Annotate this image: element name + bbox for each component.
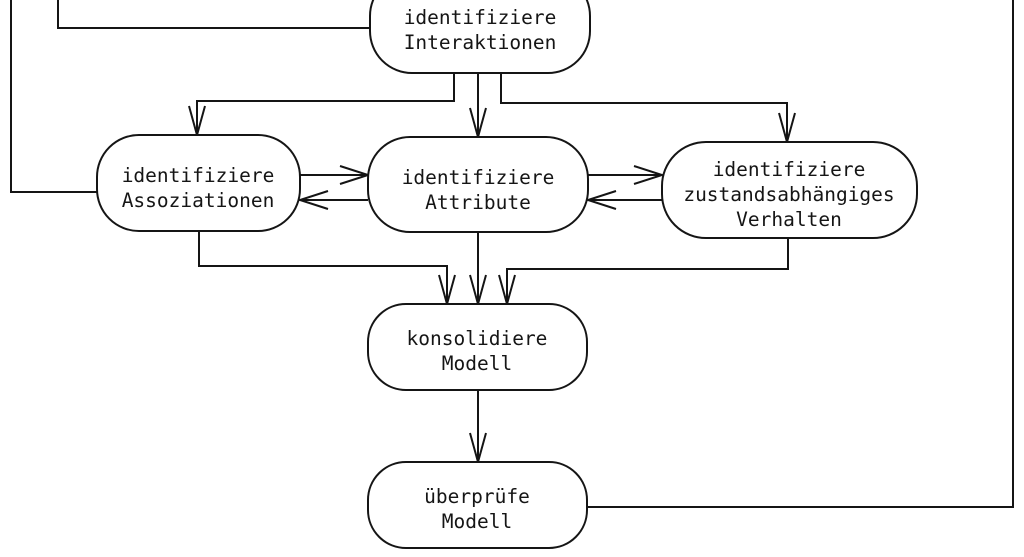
node-identifiziere-attribute-label-line2: Attribute <box>425 191 531 214</box>
edge-ueberpruefe-feedback-up <box>587 0 1014 508</box>
node-identifiziere-interaktionen-label-line1: identifiziere <box>404 6 557 29</box>
node-identifiziere-assoziationen: identifiziere Assoziationen <box>96 134 301 232</box>
edge-attribute-to-assoziationen-arrowhead <box>296 190 329 210</box>
node-identifiziere-assoziationen-label-line2: Assoziationen <box>122 189 275 212</box>
node-identifiziere-interaktionen-label-line2: Interaktionen <box>404 31 557 54</box>
node-ueberpruefe-modell-label-line1: überprüfe <box>424 485 530 508</box>
node-identifiziere-interaktionen: identifiziere Interaktionen <box>369 0 591 74</box>
edge-feedback-into-interaktionen <box>57 0 370 29</box>
nodes: identifiziere Interaktionen identifizier… <box>96 0 918 549</box>
node-identifiziere-interaktionen-shape <box>369 0 591 74</box>
node-identifiziere-zustandsabhaengiges-verhalten-label-line2: zustandsabhängiges <box>683 183 894 206</box>
node-identifiziere-assoziationen-label-line1: identifiziere <box>122 164 275 187</box>
node-ueberpruefe-modell-label-line2: Modell <box>442 510 512 533</box>
node-identifiziere-attribute-shape <box>367 136 589 233</box>
node-konsolidiere-modell-label-line2: Modell <box>442 352 512 375</box>
edge-assoziationen-to-konsolidiere <box>198 231 448 304</box>
node-konsolidiere-modell-label-line1: konsolidiere <box>407 327 548 350</box>
edge-verhalten-to-konsolidiere <box>506 238 789 304</box>
node-ueberpruefe-modell-shape <box>367 461 588 549</box>
node-ueberpruefe-modell: überprüfe Modell <box>367 461 588 549</box>
node-identifiziere-zustandsabhaengiges-verhalten-label-line1: identifiziere <box>713 158 866 181</box>
node-identifiziere-zustandsabhaengiges-verhalten: identifiziere zustandsabhängiges Verhalt… <box>661 141 918 239</box>
node-identifiziere-zustandsabhaengiges-verhalten-label-line3: Verhalten <box>736 208 842 231</box>
node-identifiziere-zustandsabhaengiges-verhalten-shape <box>661 141 918 239</box>
node-identifiziere-assoziationen-shape <box>96 134 301 232</box>
edge-feedback-into-assoziationen <box>10 0 97 193</box>
node-konsolidiere-modell-shape <box>367 303 588 391</box>
edge-attribute-to-verhalten-arrowhead <box>633 165 666 185</box>
edges <box>10 0 1014 508</box>
edge-verhalten-to-attribute-arrowhead <box>584 190 617 210</box>
node-konsolidiere-modell: konsolidiere Modell <box>367 303 588 391</box>
node-identifiziere-attribute-label-line1: identifiziere <box>402 166 555 189</box>
edge-interaktionen-to-assoziationen <box>196 73 455 135</box>
edge-interaktionen-to-verhalten <box>500 73 788 142</box>
node-identifiziere-attribute: identifiziere Attribute <box>367 136 589 233</box>
